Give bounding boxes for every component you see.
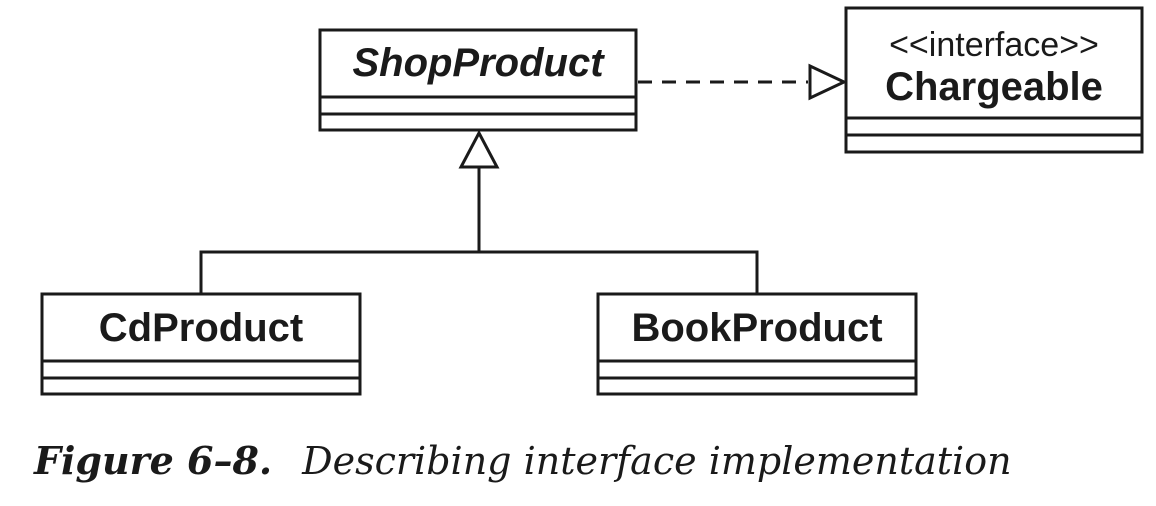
class-shop-product-name: ShopProduct: [352, 41, 605, 85]
class-chargeable-stereotype: <<interface>>: [889, 26, 1099, 64]
figure-caption: Figure 6–8. Describing interface implemen…: [34, 438, 1012, 483]
class-cd-product-name: CdProduct: [99, 306, 303, 350]
generalization-edges: [199, 129, 759, 294]
class-chargeable-name: Chargeable: [885, 65, 1103, 109]
realization-hollow-triangle-arrow: [808, 63, 848, 101]
class-chargeable: <<interface>> Chargeable: [844, 6, 1144, 154]
class-book-product: BookProduct: [596, 292, 918, 396]
realization-edge: [638, 63, 848, 101]
figure-caption-number: Figure 6–8.: [34, 438, 273, 483]
class-shop-product: ShopProduct: [318, 28, 638, 132]
inheritance-hollow-triangle-arrow: [458, 129, 500, 169]
figure-caption-text: Describing interface implementation: [302, 439, 1012, 483]
uml-class-diagram: ShopProduct <<interface>> Chargeable CdP…: [40, 6, 1144, 396]
class-book-product-name: BookProduct: [631, 306, 882, 350]
class-chargeable-box: [844, 6, 1144, 154]
class-cd-product: CdProduct: [40, 292, 362, 396]
inheritance-branch-line: [199, 250, 759, 294]
